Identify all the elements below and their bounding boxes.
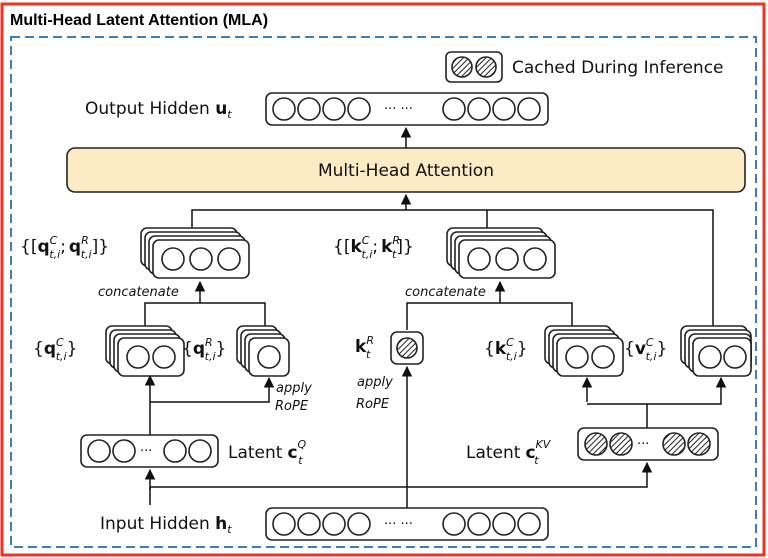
rope-mid-line2: RoPE bbox=[356, 397, 390, 412]
latent-q-ellipsis: ··· bbox=[140, 444, 152, 459]
inner-dashed-border bbox=[10, 36, 757, 548]
rope-mid-line1: apply bbox=[357, 375, 393, 390]
k-r-cached-icon bbox=[396, 337, 418, 359]
legend: Cached During Inference bbox=[445, 51, 724, 83]
q-concat-stack bbox=[140, 227, 250, 279]
concatenate-left-label: concatenate bbox=[98, 285, 179, 300]
diagram-title: Multi-Head Latent Attention (MLA) bbox=[10, 12, 268, 29]
latent-kv-ellipsis: ··· bbox=[637, 437, 649, 452]
latent-q-vector: ··· bbox=[80, 434, 219, 468]
rope-left-line1: apply bbox=[276, 381, 312, 396]
k-c-stack bbox=[544, 325, 624, 377]
output-ellipsis: ··· ··· bbox=[384, 102, 413, 117]
multi-head-attention-label: Multi-Head Attention bbox=[318, 161, 494, 181]
k-r-vector bbox=[390, 331, 424, 365]
latent-kv-vector: ··· bbox=[577, 427, 719, 461]
output-hidden-vector: ··· ··· bbox=[265, 92, 549, 126]
input-ellipsis: ··· ··· bbox=[384, 517, 413, 532]
concatenate-right-label: concatenate bbox=[405, 285, 486, 300]
input-hidden-vector: ··· ··· bbox=[265, 507, 549, 541]
output-hidden-label: Output Hidden ut bbox=[85, 99, 232, 121]
legend-cached-icon bbox=[451, 56, 473, 78]
k-concat-stack bbox=[446, 227, 556, 279]
rope-left-line2: RoPE bbox=[275, 399, 309, 414]
input-hidden-label: Input Hidden ht bbox=[100, 514, 232, 536]
q-c-stack bbox=[105, 325, 185, 377]
legend-label: Cached During Inference bbox=[512, 58, 724, 78]
q-r-stack bbox=[236, 325, 290, 377]
v-c-stack bbox=[680, 325, 752, 377]
